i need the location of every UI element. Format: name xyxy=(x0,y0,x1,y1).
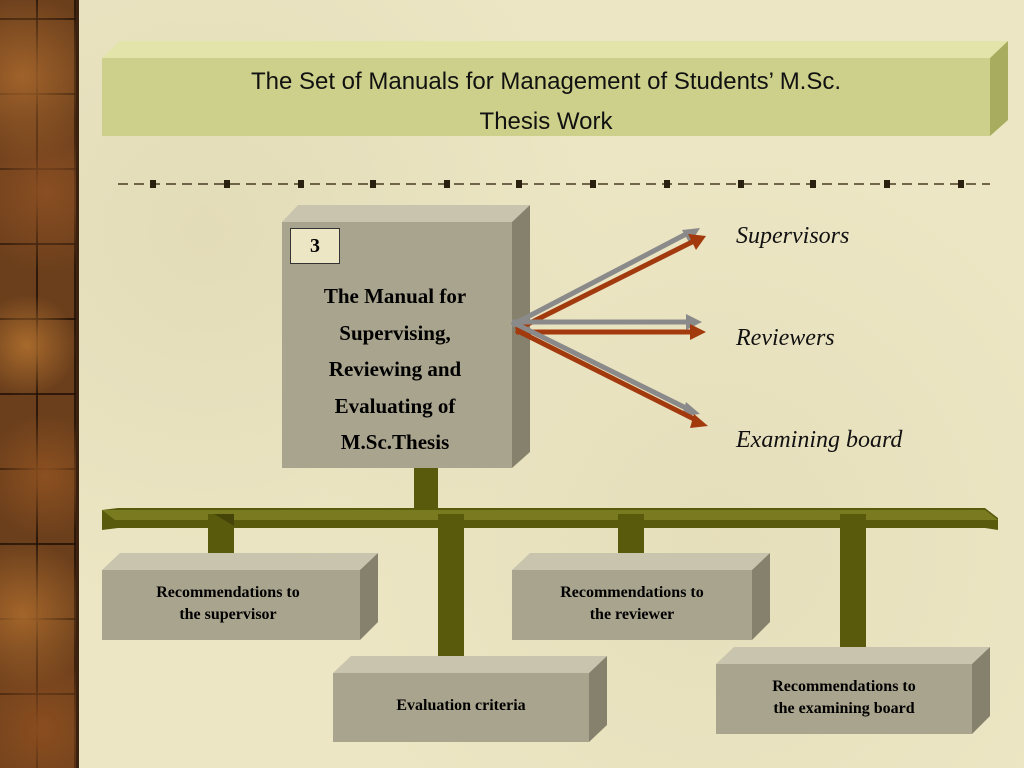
banner-face xyxy=(102,58,990,136)
main-box-side xyxy=(512,205,530,468)
target-reviewers: Reviewers xyxy=(736,325,835,351)
manual-title: The Manual for Supervising, Reviewing an… xyxy=(282,278,508,461)
separator-line xyxy=(118,180,990,188)
connector-board xyxy=(840,514,866,664)
rec-supervisor-label: Recommendations to the supervisor xyxy=(102,582,354,626)
arrow-red-board xyxy=(514,327,698,423)
rec-reviewer-line-1: Recommendations to xyxy=(560,584,704,601)
arrow-gray-board xyxy=(510,319,692,413)
page-title: The Set of Manuals for Management of Stu… xyxy=(102,62,990,142)
rec-board-line-2: the examining board xyxy=(773,700,915,717)
rec-board-label: Recommendations to the examining board xyxy=(716,676,972,720)
title-line-1: The Set of Manuals for Management of Stu… xyxy=(250,68,842,95)
rec-reviewer-label: Recommendations to the reviewer xyxy=(512,582,752,626)
rec-board-line-1: Recommendations to xyxy=(772,678,916,695)
target-supervisors: Supervisors xyxy=(736,223,850,249)
manual-line-4: Evaluating of xyxy=(334,393,456,418)
manual-line-1: The Manual for xyxy=(323,284,467,308)
manual-line-5: M.Sc.Thesis xyxy=(340,430,450,454)
arrows xyxy=(510,228,708,428)
arrow-red-supervisors xyxy=(514,237,698,333)
rec-supervisor-line-1: Recommendations to xyxy=(156,584,300,601)
banner-top-bevel xyxy=(102,41,1008,58)
rec-criteria-label: Evaluation criteria xyxy=(396,697,526,714)
manual-number: 3 xyxy=(290,228,340,264)
box-reviewer xyxy=(512,570,752,640)
manual-line-3: Reviewing and xyxy=(328,357,462,381)
rec-reviewer-line-2: the reviewer xyxy=(589,606,675,623)
main-box-top xyxy=(282,205,530,222)
manual-line-2: Supervising, xyxy=(339,320,451,345)
box-board xyxy=(716,664,972,734)
rec-supervisor-line-2: the supervisor xyxy=(179,606,277,623)
connector-main xyxy=(414,468,438,510)
box-supervisor xyxy=(102,570,360,640)
target-examining-board: Examining board xyxy=(736,427,903,453)
title-line-2: Thesis Work xyxy=(479,108,613,135)
connector-criteria xyxy=(438,514,464,674)
box-criteria xyxy=(333,673,589,742)
banner-side-bevel xyxy=(990,41,1008,136)
arrow-gray-supervisors xyxy=(510,229,692,328)
decorative-sidebar xyxy=(0,0,79,768)
